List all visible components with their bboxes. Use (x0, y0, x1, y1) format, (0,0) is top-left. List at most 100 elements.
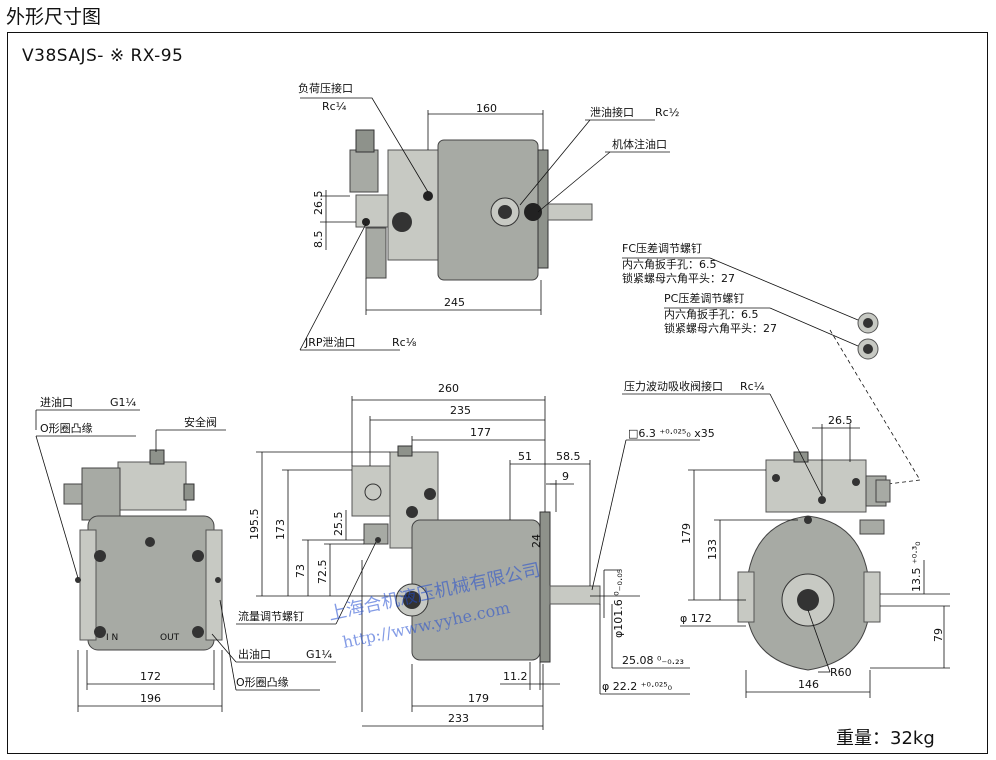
flow-screw-label: 流量调节螺钉 (238, 609, 304, 623)
fc-screw-hex (863, 318, 873, 328)
left-valve-block (117, 461, 187, 511)
right-valve-block (765, 459, 867, 513)
shaft-diameter: φ101.6 ⁰₋₀.₀₅ (612, 569, 625, 638)
left-top-bolt (145, 537, 155, 547)
dim-179-right: 179 (680, 523, 693, 544)
adjust-screws (622, 257, 921, 485)
left-flange-left (79, 529, 97, 641)
dim-phi172: φ 172 (680, 612, 712, 625)
dim-26-5-right: 26.5 (828, 414, 853, 427)
dim-235: 235 (450, 404, 471, 417)
front-valve-port (424, 488, 436, 500)
dim-173: 173 (274, 519, 287, 540)
dim-196: 196 (140, 692, 161, 705)
dim-233: 233 (448, 712, 469, 725)
page-title: 外形尺寸图 (6, 6, 102, 28)
left-safety-valve (149, 449, 165, 465)
dim-179-front: 179 (468, 692, 489, 705)
dim-172-left: 172 (140, 670, 161, 683)
dim-195-5: 195.5 (248, 509, 261, 541)
front-valve-cap (397, 445, 413, 457)
oring-flange-bottom: O形圈凸缘 (236, 676, 289, 689)
weight-label: 重量：32kg (836, 728, 935, 749)
dim-177: 177 (470, 426, 491, 439)
dim-51: 51 (518, 450, 532, 463)
jrp-drain-size: Rc⅛ (392, 336, 417, 349)
dim-13-5: 13.5 ⁺⁰·³₀ (910, 541, 923, 592)
top-solenoid-cap (355, 129, 375, 153)
drawing-frame (7, 32, 988, 754)
front-jrp-block (363, 523, 389, 545)
pulse-port-size: Rc¼ (740, 380, 765, 393)
dim-73: 73 (294, 564, 307, 578)
pc-screw-line2: 锁紧螺母六角平头：27 (664, 321, 777, 335)
top-port-hole (423, 191, 433, 201)
top-lower-block (365, 227, 387, 279)
top-pump-body (437, 139, 539, 281)
dim-8-5: 8.5 (312, 231, 325, 249)
left-side-plug (183, 483, 195, 501)
pc-screw-hex (863, 344, 873, 354)
right-flange-left (737, 571, 755, 623)
fc-screw-line2: 锁紧螺母六角平头：27 (622, 271, 735, 285)
right-pulse-port (818, 496, 826, 504)
top-solenoid-body (349, 149, 379, 193)
dim-24: 24 (530, 534, 543, 548)
left-flange-right (205, 529, 223, 641)
dim-r60: R60 (830, 666, 852, 679)
model-number: V38SAJS- ※ RX-95 (22, 46, 184, 66)
fill-port-label: 机体注油口 (612, 137, 667, 151)
jrp-drain-label: JRP泄油口 (304, 335, 356, 349)
left-bolt-4 (192, 626, 204, 638)
dim-160: 160 (476, 102, 497, 115)
right-shaft (797, 589, 819, 611)
top-drain-hole (498, 205, 512, 219)
dim-72-5: 72.5 (316, 560, 329, 585)
right-nut (875, 479, 891, 503)
left-inlet-nut (63, 483, 83, 505)
load-port-size: Rc¼ (322, 100, 347, 113)
dim-26-5: 26.5 (312, 191, 325, 216)
dim-133: 133 (706, 539, 719, 560)
dim-58-5: 58.5 (556, 450, 581, 463)
top-view (299, 97, 670, 351)
pc-screw-title: PC压差调节螺钉 (664, 291, 744, 305)
right-view (622, 393, 950, 698)
dim-11-2: 11.2 (503, 670, 528, 683)
top-shaft (547, 203, 593, 221)
front-shaft (549, 585, 601, 605)
front-valve-port-2 (406, 506, 418, 518)
right-valve-cap (793, 451, 809, 463)
front-outlet-hole (403, 591, 421, 609)
left-mount-hole-2 (215, 577, 221, 583)
dim-9: 9 (562, 470, 569, 483)
key-spec: □6.3 ⁺⁰·⁰²⁵₀ x35 (628, 427, 715, 440)
outlet-label: 出油口 (238, 647, 271, 661)
dim-25-5: 25.5 (332, 512, 345, 537)
top-jrp-port (362, 218, 370, 226)
pc-screw-line1: 内六角扳手孔：6.5 (664, 307, 759, 321)
left-inlet-body (81, 467, 121, 521)
drain-port-size: Rc½ (655, 106, 679, 119)
outlet-size: G1¼ (306, 648, 333, 661)
top-valve-block (387, 149, 439, 261)
left-bolt-3 (94, 626, 106, 638)
dim-260: 260 (438, 382, 459, 395)
left-bolt-2 (192, 550, 204, 562)
key-height: 25.08 ⁰₋₀.₂₃ (622, 654, 684, 667)
inlet-size: G1¼ (110, 396, 137, 409)
right-screw-head (859, 519, 885, 535)
shaft-diameter-2: φ 22.2 ⁺⁰·⁰²⁵₀ (602, 680, 673, 693)
drain-port-label: 泄油接口 (590, 105, 634, 119)
top-port-large (392, 212, 412, 232)
left-mount-hole-1 (75, 577, 81, 583)
front-view (236, 396, 700, 730)
dim-79: 79 (932, 628, 945, 642)
dim-245: 245 (444, 296, 465, 309)
out-mark: OUT (160, 633, 180, 643)
left-bolt-1 (94, 550, 106, 562)
inlet-label: 进油口 (40, 395, 73, 409)
dim-146: 146 (798, 678, 819, 691)
right-bolt-3 (804, 516, 812, 524)
